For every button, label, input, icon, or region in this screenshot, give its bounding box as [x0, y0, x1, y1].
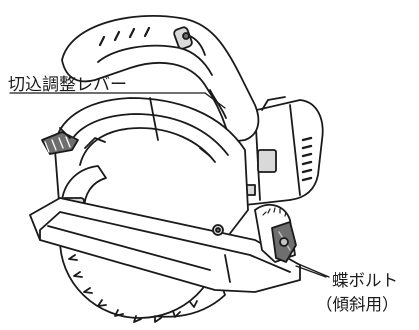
wing-bolt-label: 蝶ボルト [332, 271, 398, 290]
depth-adjust-lever [41, 127, 79, 155]
wing-bolt-note: （傾斜用） [316, 295, 399, 314]
leader-lines [9, 92, 330, 278]
handle [61, 15, 260, 143]
base-plate [29, 197, 301, 293]
depth-lever-label: 切込調整レバー [8, 75, 127, 95]
wing-bolt [271, 221, 297, 263]
